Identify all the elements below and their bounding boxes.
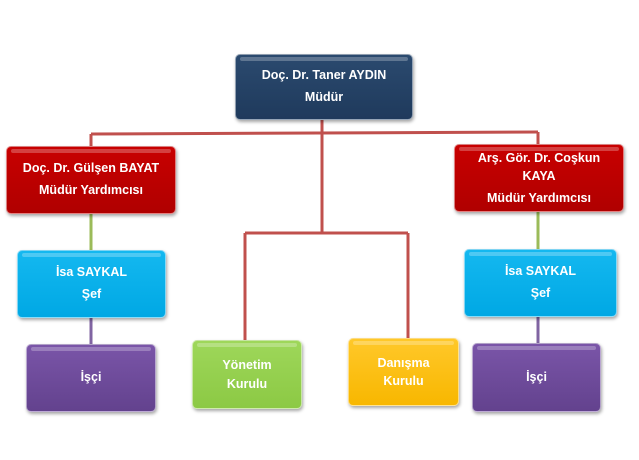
director-name: Doç. Dr. Taner AYDIN <box>261 68 387 83</box>
worker-left-title: İşçi <box>80 370 102 385</box>
director-node: Doç. Dr. Taner AYDIN Müdür <box>235 54 413 120</box>
chief-left-name: İsa SAYKAL <box>55 265 128 280</box>
chief-left-title: Şef <box>81 287 102 301</box>
chief-right-name: İsa SAYKAL <box>504 264 577 279</box>
chief-right-node: İsa SAYKAL Şef <box>464 249 617 317</box>
management-board-title: Yönetim Kurulu <box>222 358 272 391</box>
chief-left-node: İsa SAYKAL Şef <box>17 250 166 318</box>
management-board-node: Yönetim Kurulu <box>192 340 302 409</box>
connector-deputies-horizontal <box>90 130 539 136</box>
chief-right-title: Şef <box>530 286 551 300</box>
deputy-right-title: Müdür Yardımcısı <box>487 190 591 205</box>
worker-right-title: İşçi <box>526 369 547 384</box>
worker-right-node: İşçi <box>472 343 601 412</box>
director-title: Müdür <box>304 90 344 104</box>
deputy-right-node: Arş. Gör. Dr. Coşkun KAYA Müdür Yardımcı… <box>454 144 624 212</box>
deputy-left-title: Müdür Yardımcısı <box>39 183 143 197</box>
advisory-board-node: Danışma Kurulu <box>348 338 459 406</box>
deputy-right-name: Arş. Gör. Dr. Coşkun KAYA <box>477 151 601 184</box>
deputy-left-node: Doç. Dr. Gülşen BAYAT Müdür Yardımcısı <box>6 146 176 214</box>
worker-left-node: İşçi <box>26 344 156 412</box>
advisory-board-title: Danışma Kurulu <box>377 355 430 388</box>
deputy-left-name: Doç. Dr. Gülşen BAYAT <box>22 161 160 176</box>
